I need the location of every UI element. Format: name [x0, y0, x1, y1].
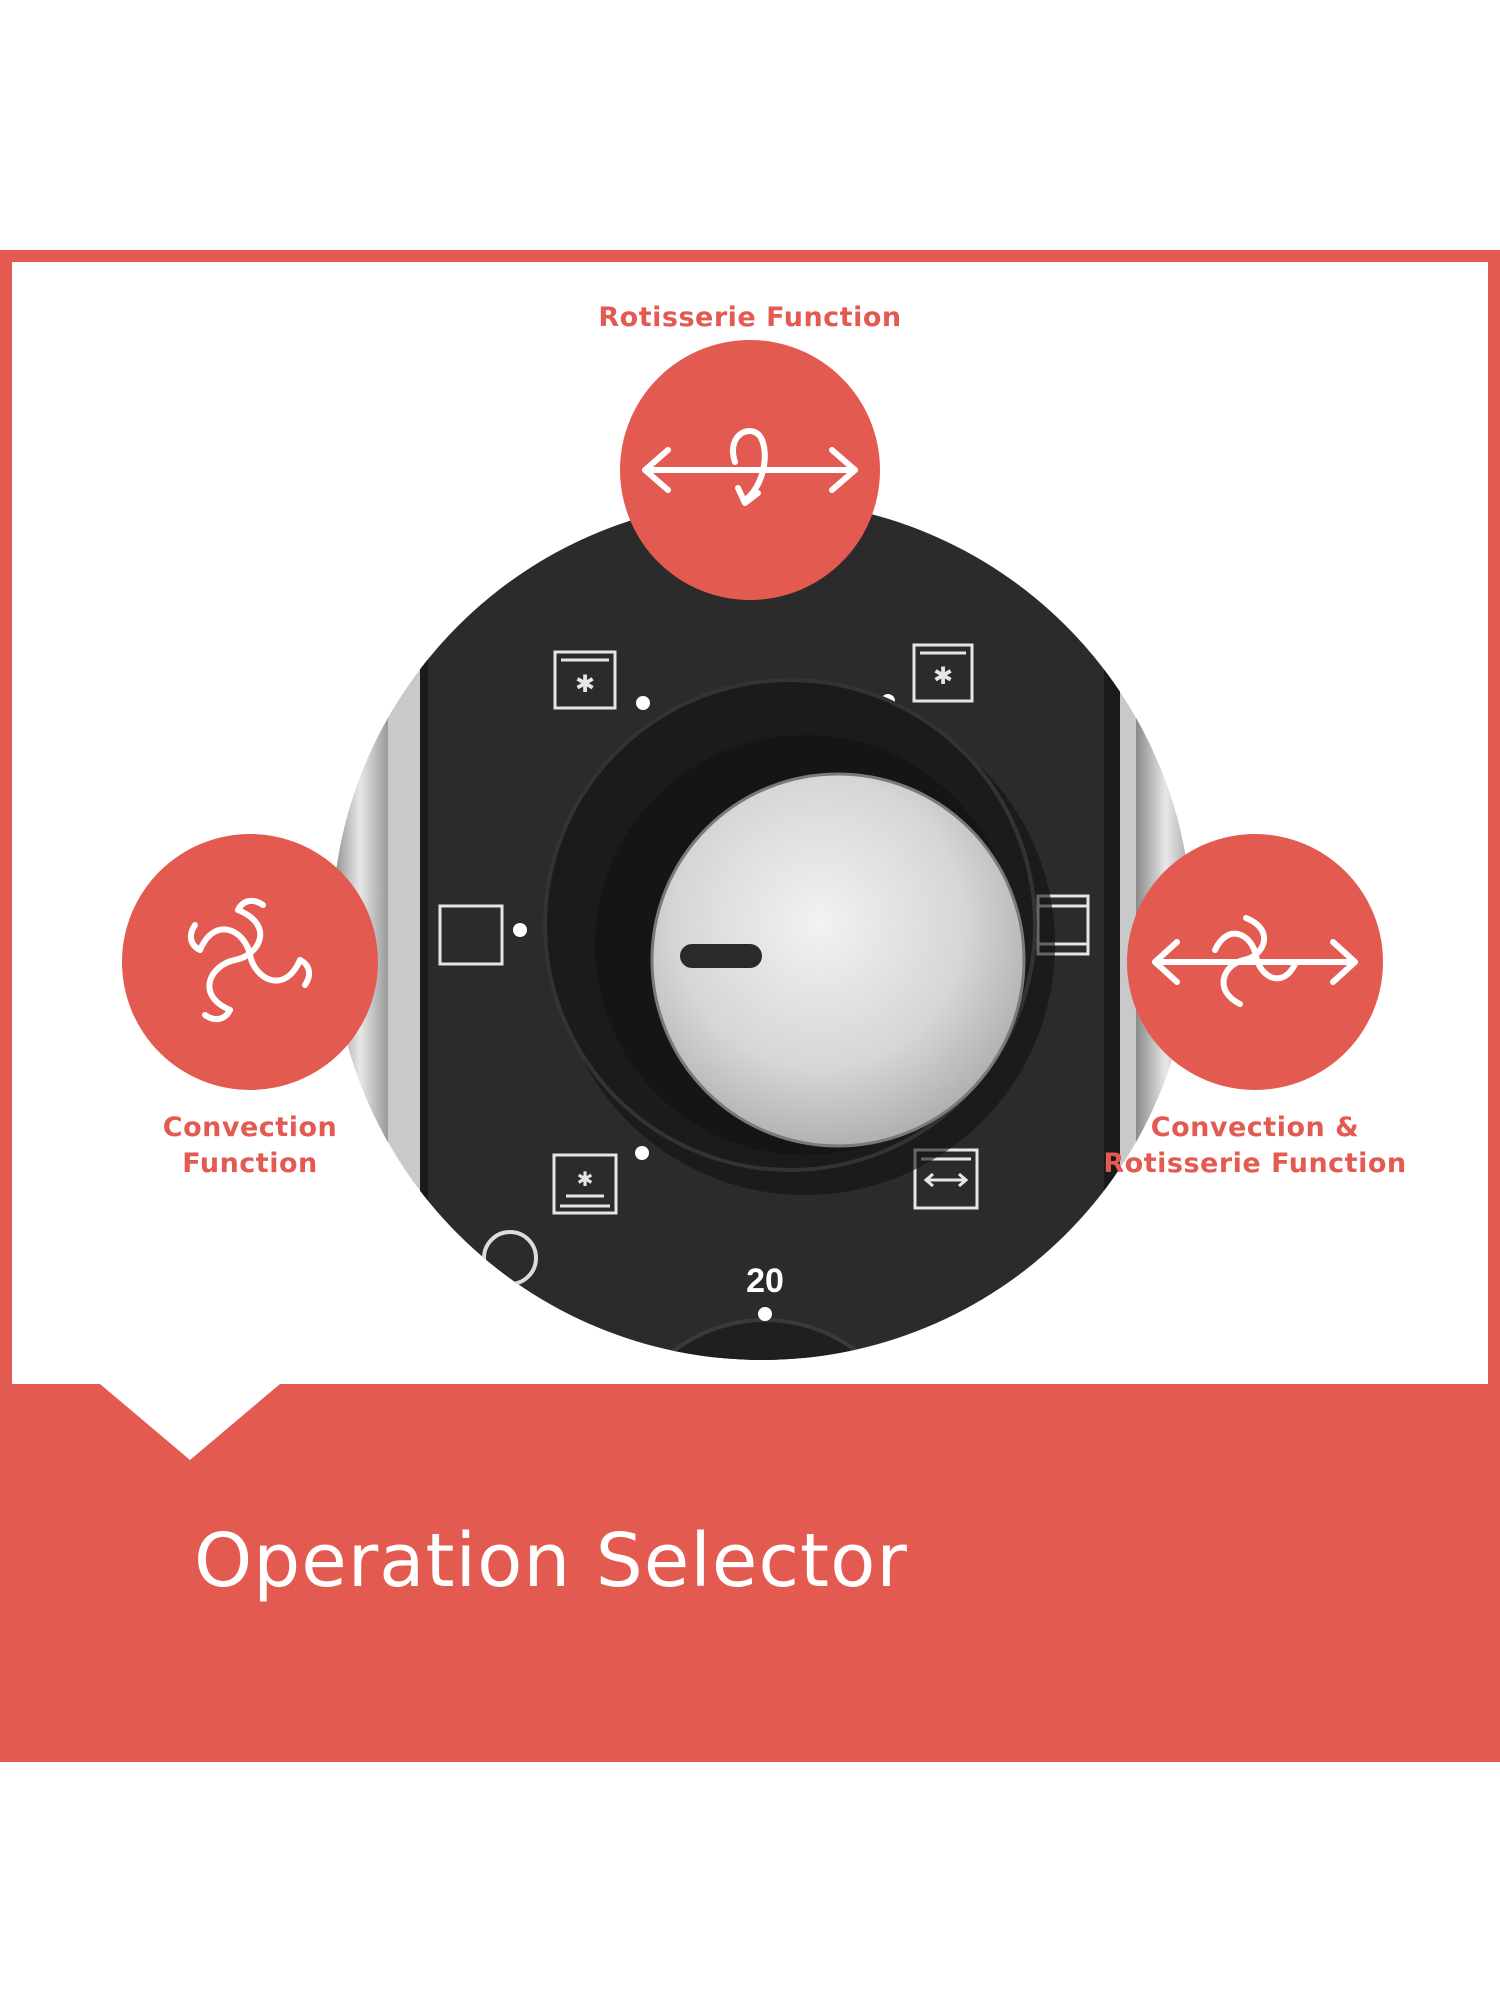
convection-fan-icon	[187, 897, 313, 1023]
svg-text:✱: ✱	[575, 670, 595, 698]
convection-rotisserie-label-line2: Rotisserie Function	[1103, 1148, 1407, 1179]
convection-function-label: Convection Function	[90, 1110, 410, 1182]
convection-rotisserie-function-label: Convection & Rotisserie Function	[1055, 1110, 1455, 1182]
convection-rotisserie-icon	[1152, 915, 1358, 1007]
dot-top-left	[636, 696, 650, 710]
dot-bottom-left	[635, 1146, 649, 1160]
rotisserie-arrows-icon	[642, 428, 858, 506]
dot-left	[513, 923, 527, 937]
convection-label-line1: Convection	[162, 1112, 338, 1143]
convection-rotisserie-label-line1: Convection &	[1150, 1112, 1360, 1143]
svg-text:✱: ✱	[577, 1167, 594, 1191]
caption-band	[6, 1384, 1494, 1752]
knob-face	[650, 772, 1026, 1148]
dot-bottom	[758, 1307, 772, 1321]
symbol-bottom-left: ✱	[552, 1153, 618, 1215]
symbol-top-left: ✱	[553, 650, 617, 710]
knob-indicator	[680, 944, 762, 968]
svg-text:✱: ✱	[933, 662, 953, 690]
symbol-top-right: ✱	[912, 643, 974, 703]
caption-title: Operation Selector	[194, 1518, 908, 1604]
rotisserie-label-text: Rotisserie Function	[598, 302, 902, 333]
timer-number: 20	[746, 1262, 784, 1300]
frame-border	[0, 250, 1500, 1762]
rotisserie-function-label: Rotisserie Function	[500, 300, 1000, 336]
symbol-left	[438, 904, 504, 966]
convection-label-line2: Function	[182, 1148, 318, 1179]
